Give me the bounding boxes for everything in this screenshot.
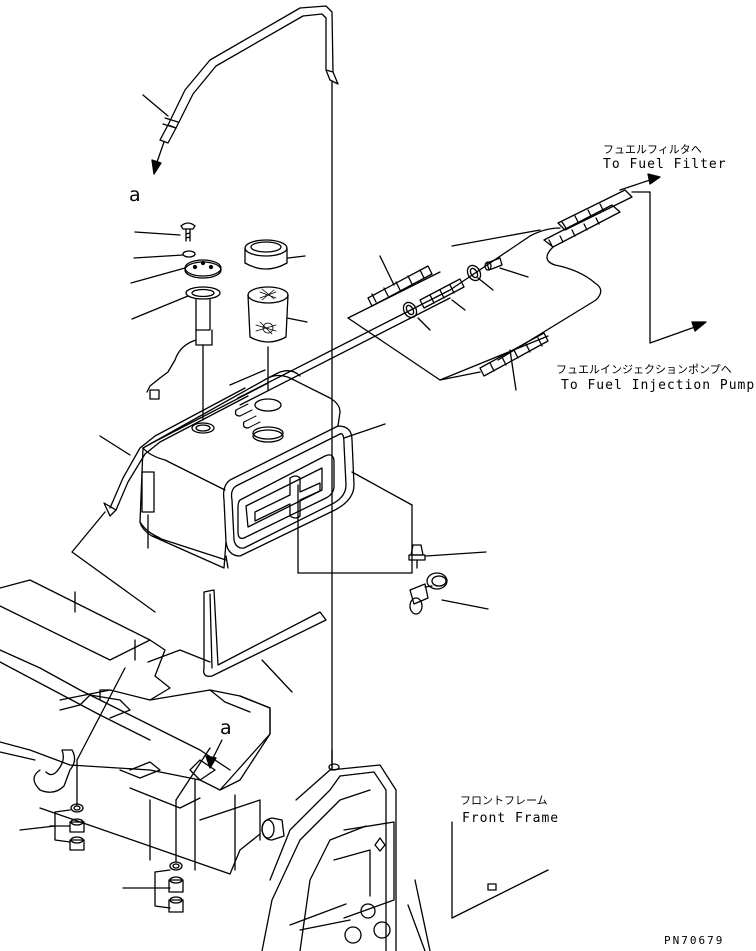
injection-pump-label-jp: フュエルインジェクションポンプヘ: [556, 363, 732, 376]
drain-fittings: [408, 544, 448, 615]
strainer: [247, 286, 289, 343]
mounting-bracket: [0, 579, 271, 875]
leader-line: [287, 255, 306, 259]
leader-line: [19, 825, 56, 831]
leader-line: [130, 267, 186, 284]
reference-a-bottom: a: [220, 717, 233, 739]
ref-arrow: [211, 739, 223, 761]
leader-line: [417, 317, 431, 331]
leader-line: [379, 255, 395, 286]
fuel-hoses: [229, 189, 633, 406]
routing-line: [71, 511, 156, 613]
leader-line: [261, 659, 293, 693]
leader-line: [499, 267, 529, 278]
routing-line: [76, 667, 126, 761]
reference-a-top: a: [129, 184, 142, 206]
part-number: PN70679: [664, 934, 725, 947]
leader-line: [134, 231, 181, 236]
leader-line: [451, 299, 466, 311]
front-frame-label-jp: フロントフレーム: [460, 794, 548, 807]
leader-line: [343, 423, 386, 439]
fuel-tank: [139, 370, 355, 569]
leader-line: [509, 349, 517, 391]
fuel-filter-label: To Fuel Filter: [603, 157, 727, 172]
tank-handrail: [103, 387, 249, 517]
breather-arrow: [151, 141, 165, 175]
injection-pump-label: To Fuel Injection Pump: [561, 378, 756, 393]
bolt-stacks: [69, 803, 184, 913]
filler-cap: [244, 239, 288, 270]
leader-line: [441, 599, 489, 610]
leader-line: [142, 94, 169, 117]
leader-line: [477, 277, 494, 291]
fuel-filter-label-jp: フュエルフィルタヘ: [603, 143, 702, 156]
sender-unit: [146, 222, 222, 400]
leader-line: [133, 254, 184, 259]
routing-line: [175, 747, 211, 801]
front-frame: [261, 764, 549, 951]
front-frame-label: Front Frame: [462, 811, 560, 826]
mounting-band: [203, 589, 327, 677]
leader-line: [99, 435, 131, 456]
leader-line: [286, 317, 308, 323]
leader-line: [425, 551, 487, 557]
breather-tube: [159, 5, 339, 144]
flow-arrows: [619, 173, 707, 344]
leader-line: [131, 295, 189, 320]
leader-line: [154, 869, 171, 909]
